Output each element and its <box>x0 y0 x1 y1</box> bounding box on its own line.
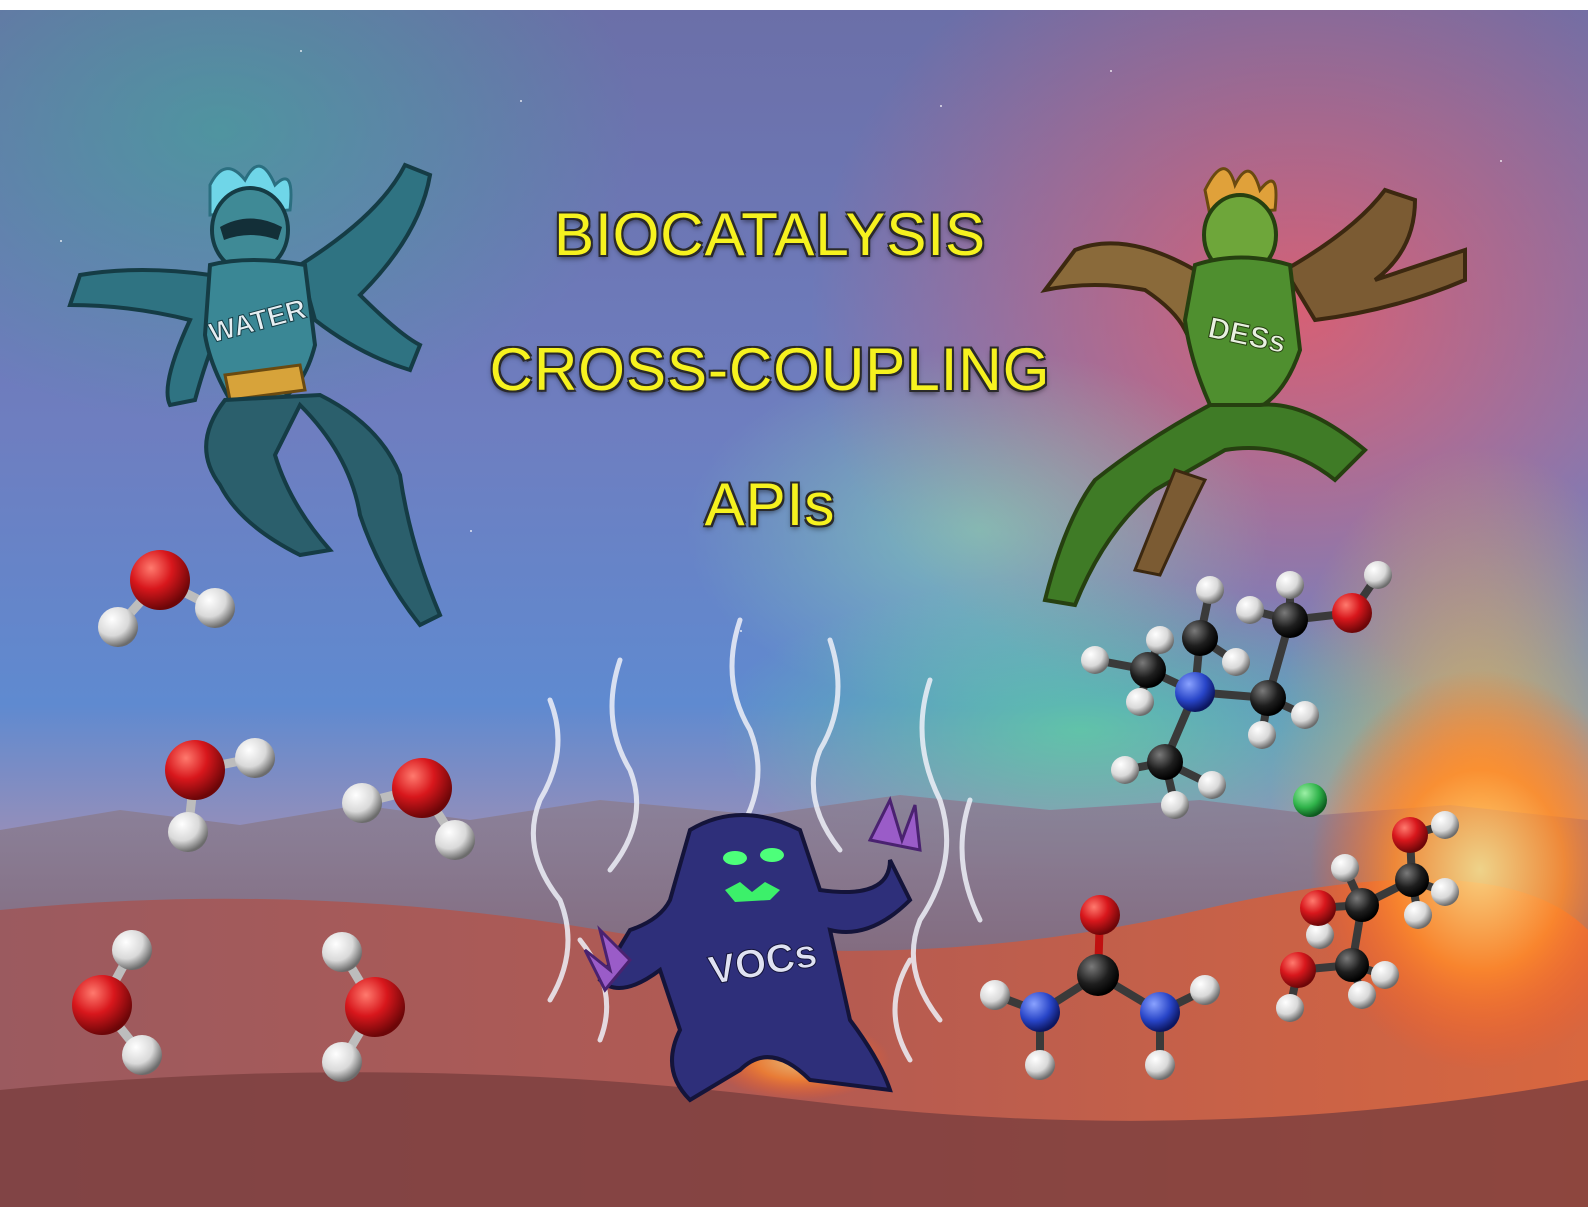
glycerol-model <box>1276 811 1459 1022</box>
dess-superhero: DESs <box>1040 167 1467 608</box>
choline-cation-model <box>1081 561 1392 819</box>
vocs-monster-right-eye <box>760 848 784 862</box>
water-molecule-1 <box>98 550 235 647</box>
dess-hero-left-arm <box>1040 241 1198 337</box>
vocs-monster-mouth <box>725 882 780 902</box>
title-biocatalysis: BIOCATALYSIS <box>553 201 987 268</box>
water-hero-legs <box>204 392 443 628</box>
toxic-smoke-wisps <box>530 617 983 1063</box>
water-molecule-5 <box>322 932 405 1082</box>
vocs-monster-claws <box>867 795 922 852</box>
title-apis: APIs <box>704 471 836 538</box>
water-superhero: WATER <box>67 162 443 628</box>
water-hero-left-arm <box>67 268 233 408</box>
title-cross-coupling: CROSS-COUPLING <box>489 336 1051 403</box>
chloride-ion <box>1293 783 1327 817</box>
water-molecule-4 <box>72 930 162 1075</box>
vocs-monster-body <box>597 813 913 1103</box>
water-hero-belt <box>223 363 307 402</box>
foreground-slope <box>0 1072 1588 1207</box>
water-hero-right-arm <box>297 162 433 373</box>
water-molecule-2 <box>165 738 275 852</box>
dess-hero-legs <box>1042 402 1368 608</box>
dess-hero-right-arm <box>1282 187 1467 323</box>
dess-hero-branch-leg <box>1132 468 1208 577</box>
urea-model <box>980 895 1220 1080</box>
water-molecule-3 <box>342 758 475 860</box>
vocs-monster-left-eye <box>723 851 747 865</box>
molecular-models <box>72 550 1459 1082</box>
vocs-monster: VOCs <box>530 617 983 1103</box>
water-hero-mask <box>220 218 282 240</box>
background-landscape <box>0 670 1588 1207</box>
dess-hero-torso <box>1182 255 1303 413</box>
vocs-monster-claws-left <box>583 925 633 993</box>
cover-artwork-scene: BIOCATALYSIS CROSS-COUPLING APIs WATER D… <box>0 10 1588 1207</box>
